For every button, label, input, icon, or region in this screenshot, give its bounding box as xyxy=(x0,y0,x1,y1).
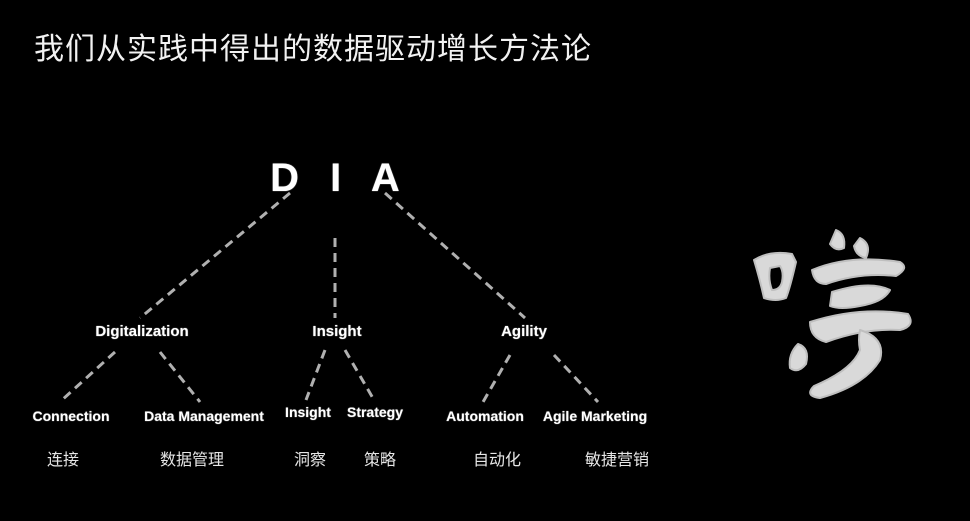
node-digitalization: Digitalization xyxy=(95,323,188,340)
leaf-data-management-cn: 数据管理 xyxy=(160,446,224,470)
leaf-connection: Connection xyxy=(33,408,110,424)
leaf-connection-cn: 连接 xyxy=(47,446,79,470)
connector-agility-agilemarketing xyxy=(554,355,598,402)
connector-agility-automation xyxy=(483,355,510,402)
connector-root-digitalization xyxy=(140,193,290,318)
connector-digitalization-datamanagement xyxy=(160,352,200,402)
leaf-strategy: Strategy xyxy=(347,404,403,420)
node-insight: Insight xyxy=(312,323,361,340)
leaf-automation: Automation xyxy=(446,408,524,424)
connector-insight-insight xyxy=(306,350,325,400)
leaf-strategy-cn: 策略 xyxy=(364,446,396,470)
connector-root-agility xyxy=(385,193,525,318)
connector-insight-strategy xyxy=(345,350,374,400)
brush-calligraphy-logo xyxy=(740,210,930,410)
leaf-automation-cn: 自动化 xyxy=(473,446,521,470)
root-node-dia: D I A xyxy=(270,156,410,201)
leaf-insight-cn: 洞察 xyxy=(294,446,326,470)
leaf-data-management: Data Management xyxy=(144,408,264,424)
node-agility: Agility xyxy=(501,323,547,340)
connector-digitalization-connection xyxy=(62,352,115,400)
leaf-agile-marketing: Agile Marketing xyxy=(543,408,647,424)
leaf-agile-marketing-cn: 敏捷营销 xyxy=(585,446,649,470)
leaf-insight: Insight xyxy=(285,404,331,420)
